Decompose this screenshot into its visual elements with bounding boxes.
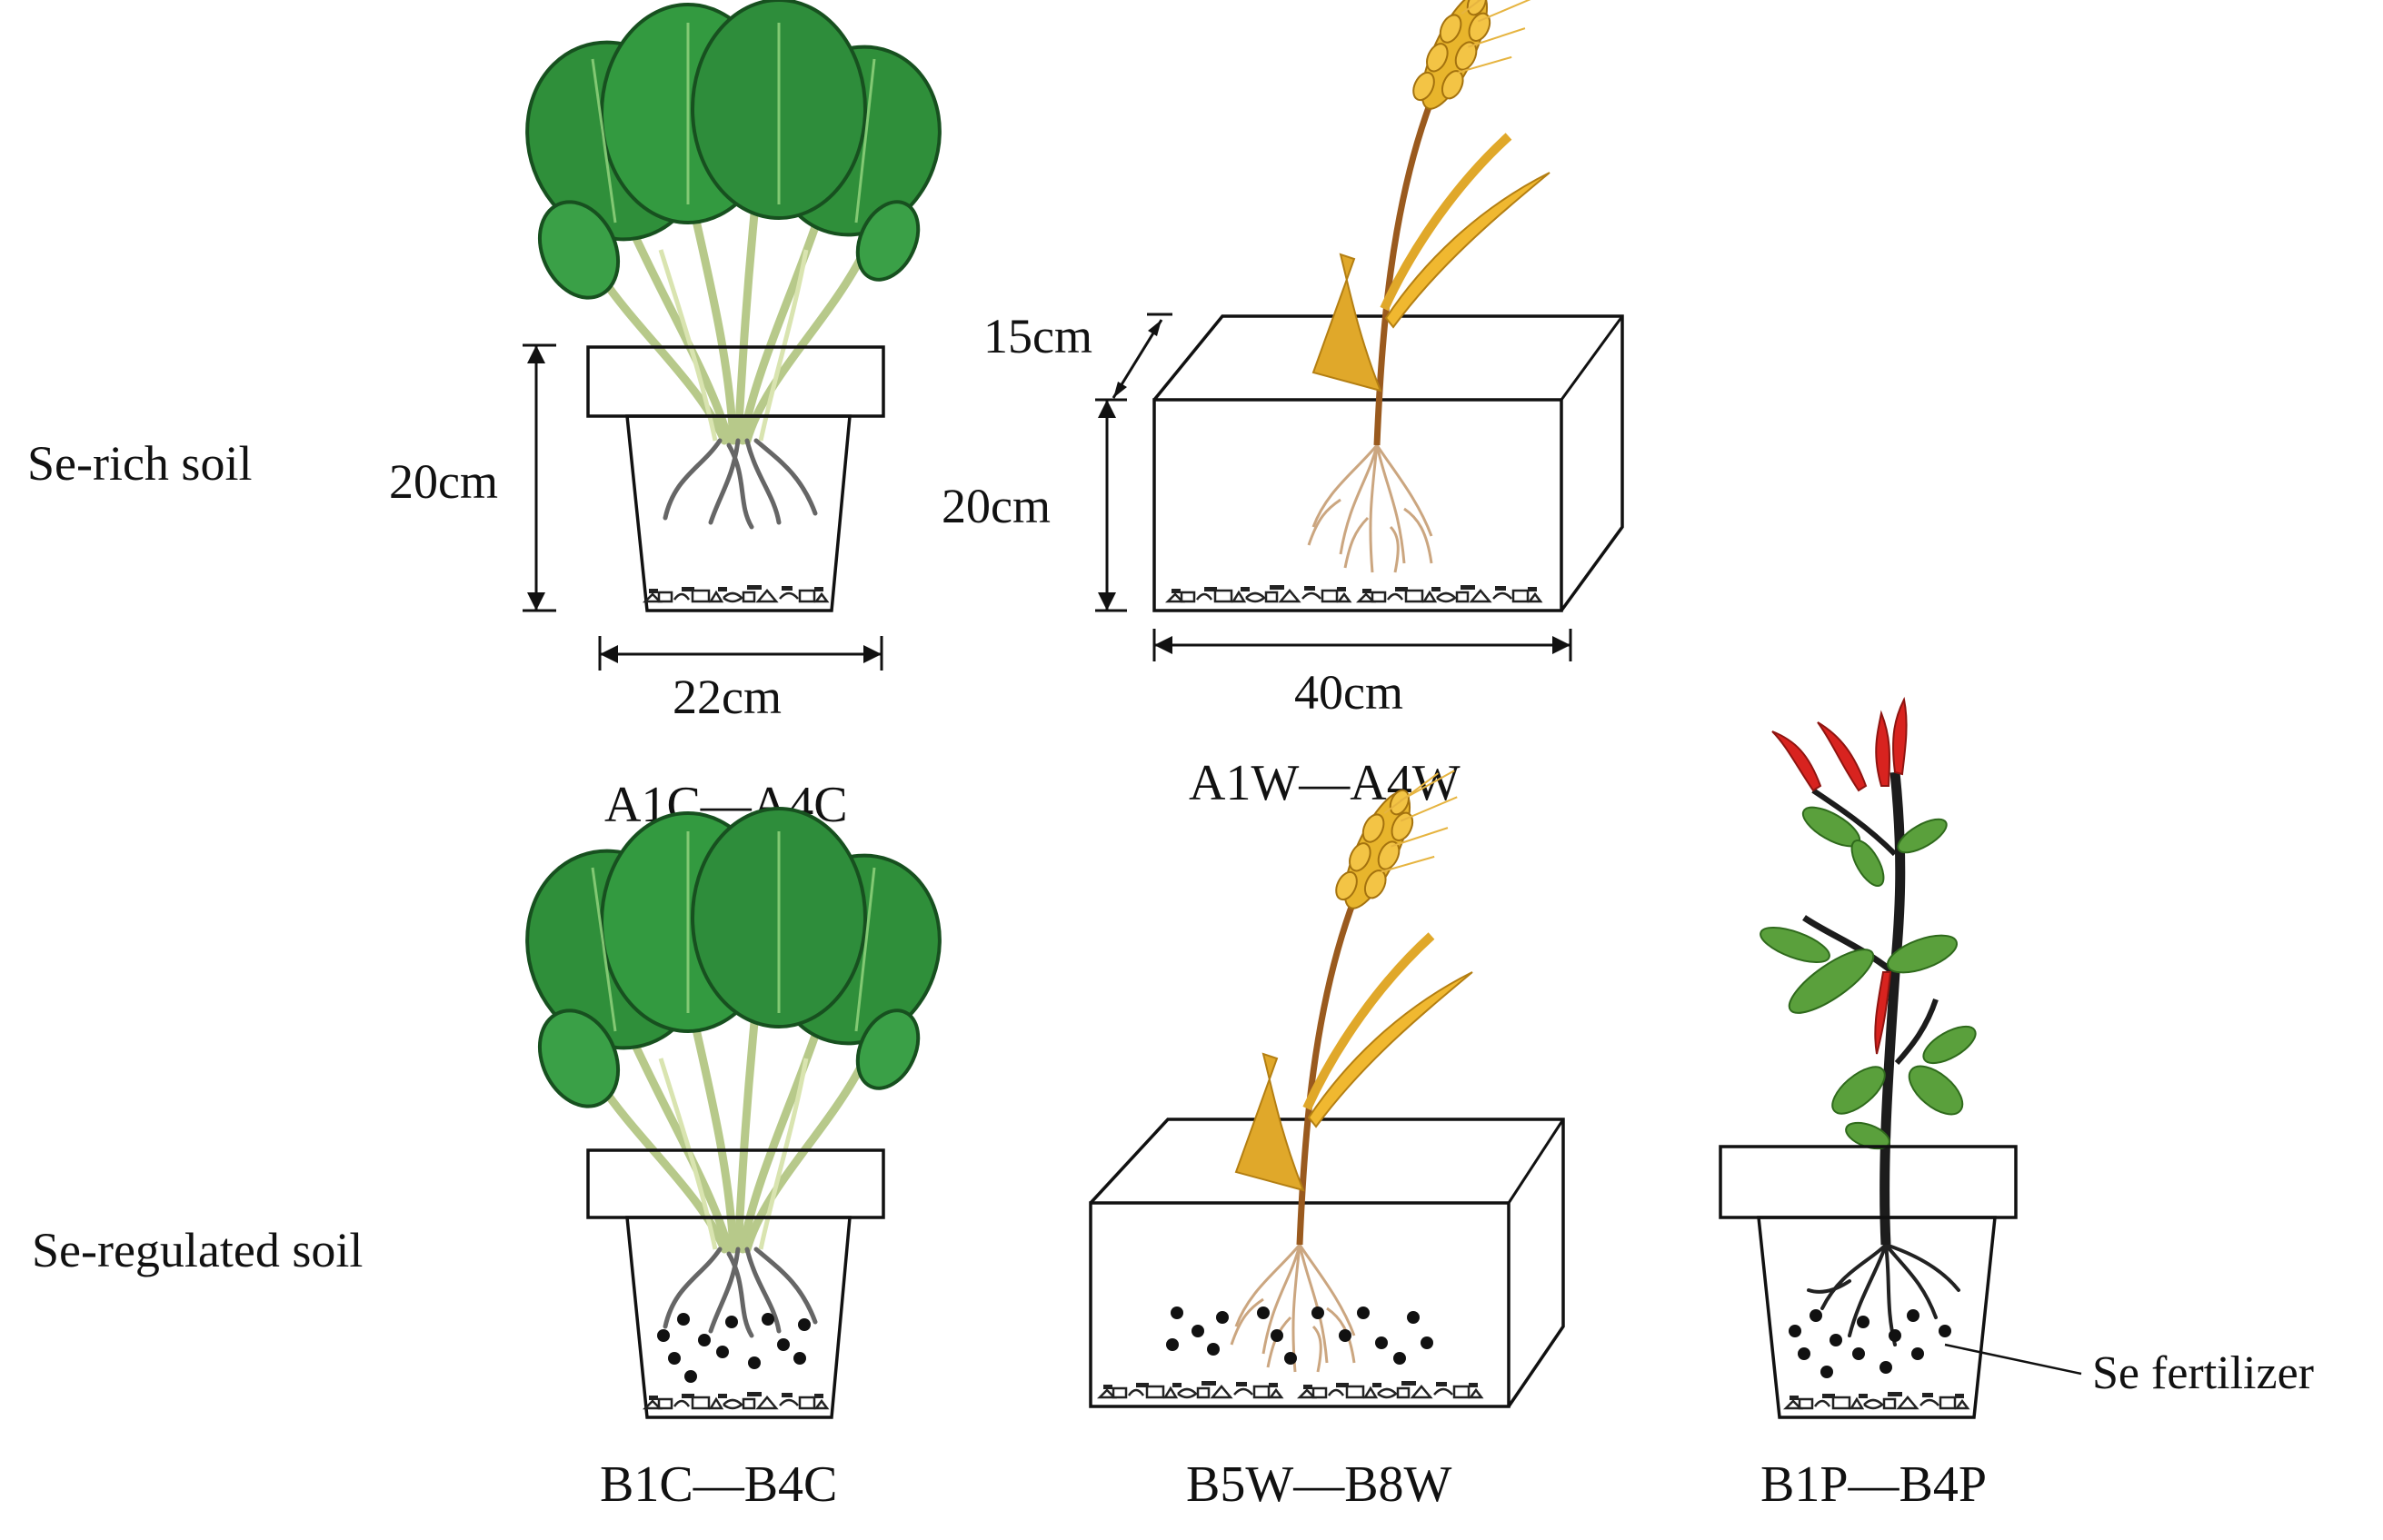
dim-box-depth-label: 15cm <box>983 309 1092 363</box>
row-label-se-rich: Se-rich soil <box>27 436 252 491</box>
dim-box-width-label: 40cm <box>1294 665 1403 720</box>
dim-box-height-label: 20cm <box>942 479 1051 533</box>
pot-b-cabbage <box>500 809 965 1419</box>
dim-box-height: 20cm <box>942 398 1127 612</box>
label-b-pepper: B1P—B4P <box>1760 1456 1987 1513</box>
dim-pot-height: 20cm <box>389 343 556 612</box>
dim-pot-height-label: 20cm <box>389 454 498 509</box>
label-b-wheat: B5W—B8W <box>1186 1456 1452 1513</box>
row-label-se-regulated: Se-regulated soil <box>32 1223 363 1277</box>
dim-pot-width: 22cm <box>598 636 883 724</box>
label-b-cabbage: B1C—B4C <box>600 1456 837 1513</box>
pot-b-pepper <box>1719 700 2082 1419</box>
annotation-se-fertilizer: Se fertilizer <box>2092 1347 2314 1399</box>
box-a-wheat <box>1152 0 1624 612</box>
dim-box-width: 40cm <box>1152 629 1572 720</box>
se-fertilizer-dots-wheat <box>1166 1307 1433 1365</box>
dim-box-depth: 15cm <box>983 309 1172 402</box>
dim-pot-width-label: 22cm <box>673 670 782 724</box>
pot-a-cabbage <box>500 0 965 612</box>
label-a-wheat: A1W—A4W <box>1189 755 1461 811</box>
se-fertilizer-dots-cabbage <box>657 1313 811 1383</box>
fertilizer-leader-line <box>1944 1343 2082 1376</box>
se-fertilizer-dots-pepper <box>1789 1309 1951 1378</box>
box-b-wheat <box>1089 746 1565 1408</box>
